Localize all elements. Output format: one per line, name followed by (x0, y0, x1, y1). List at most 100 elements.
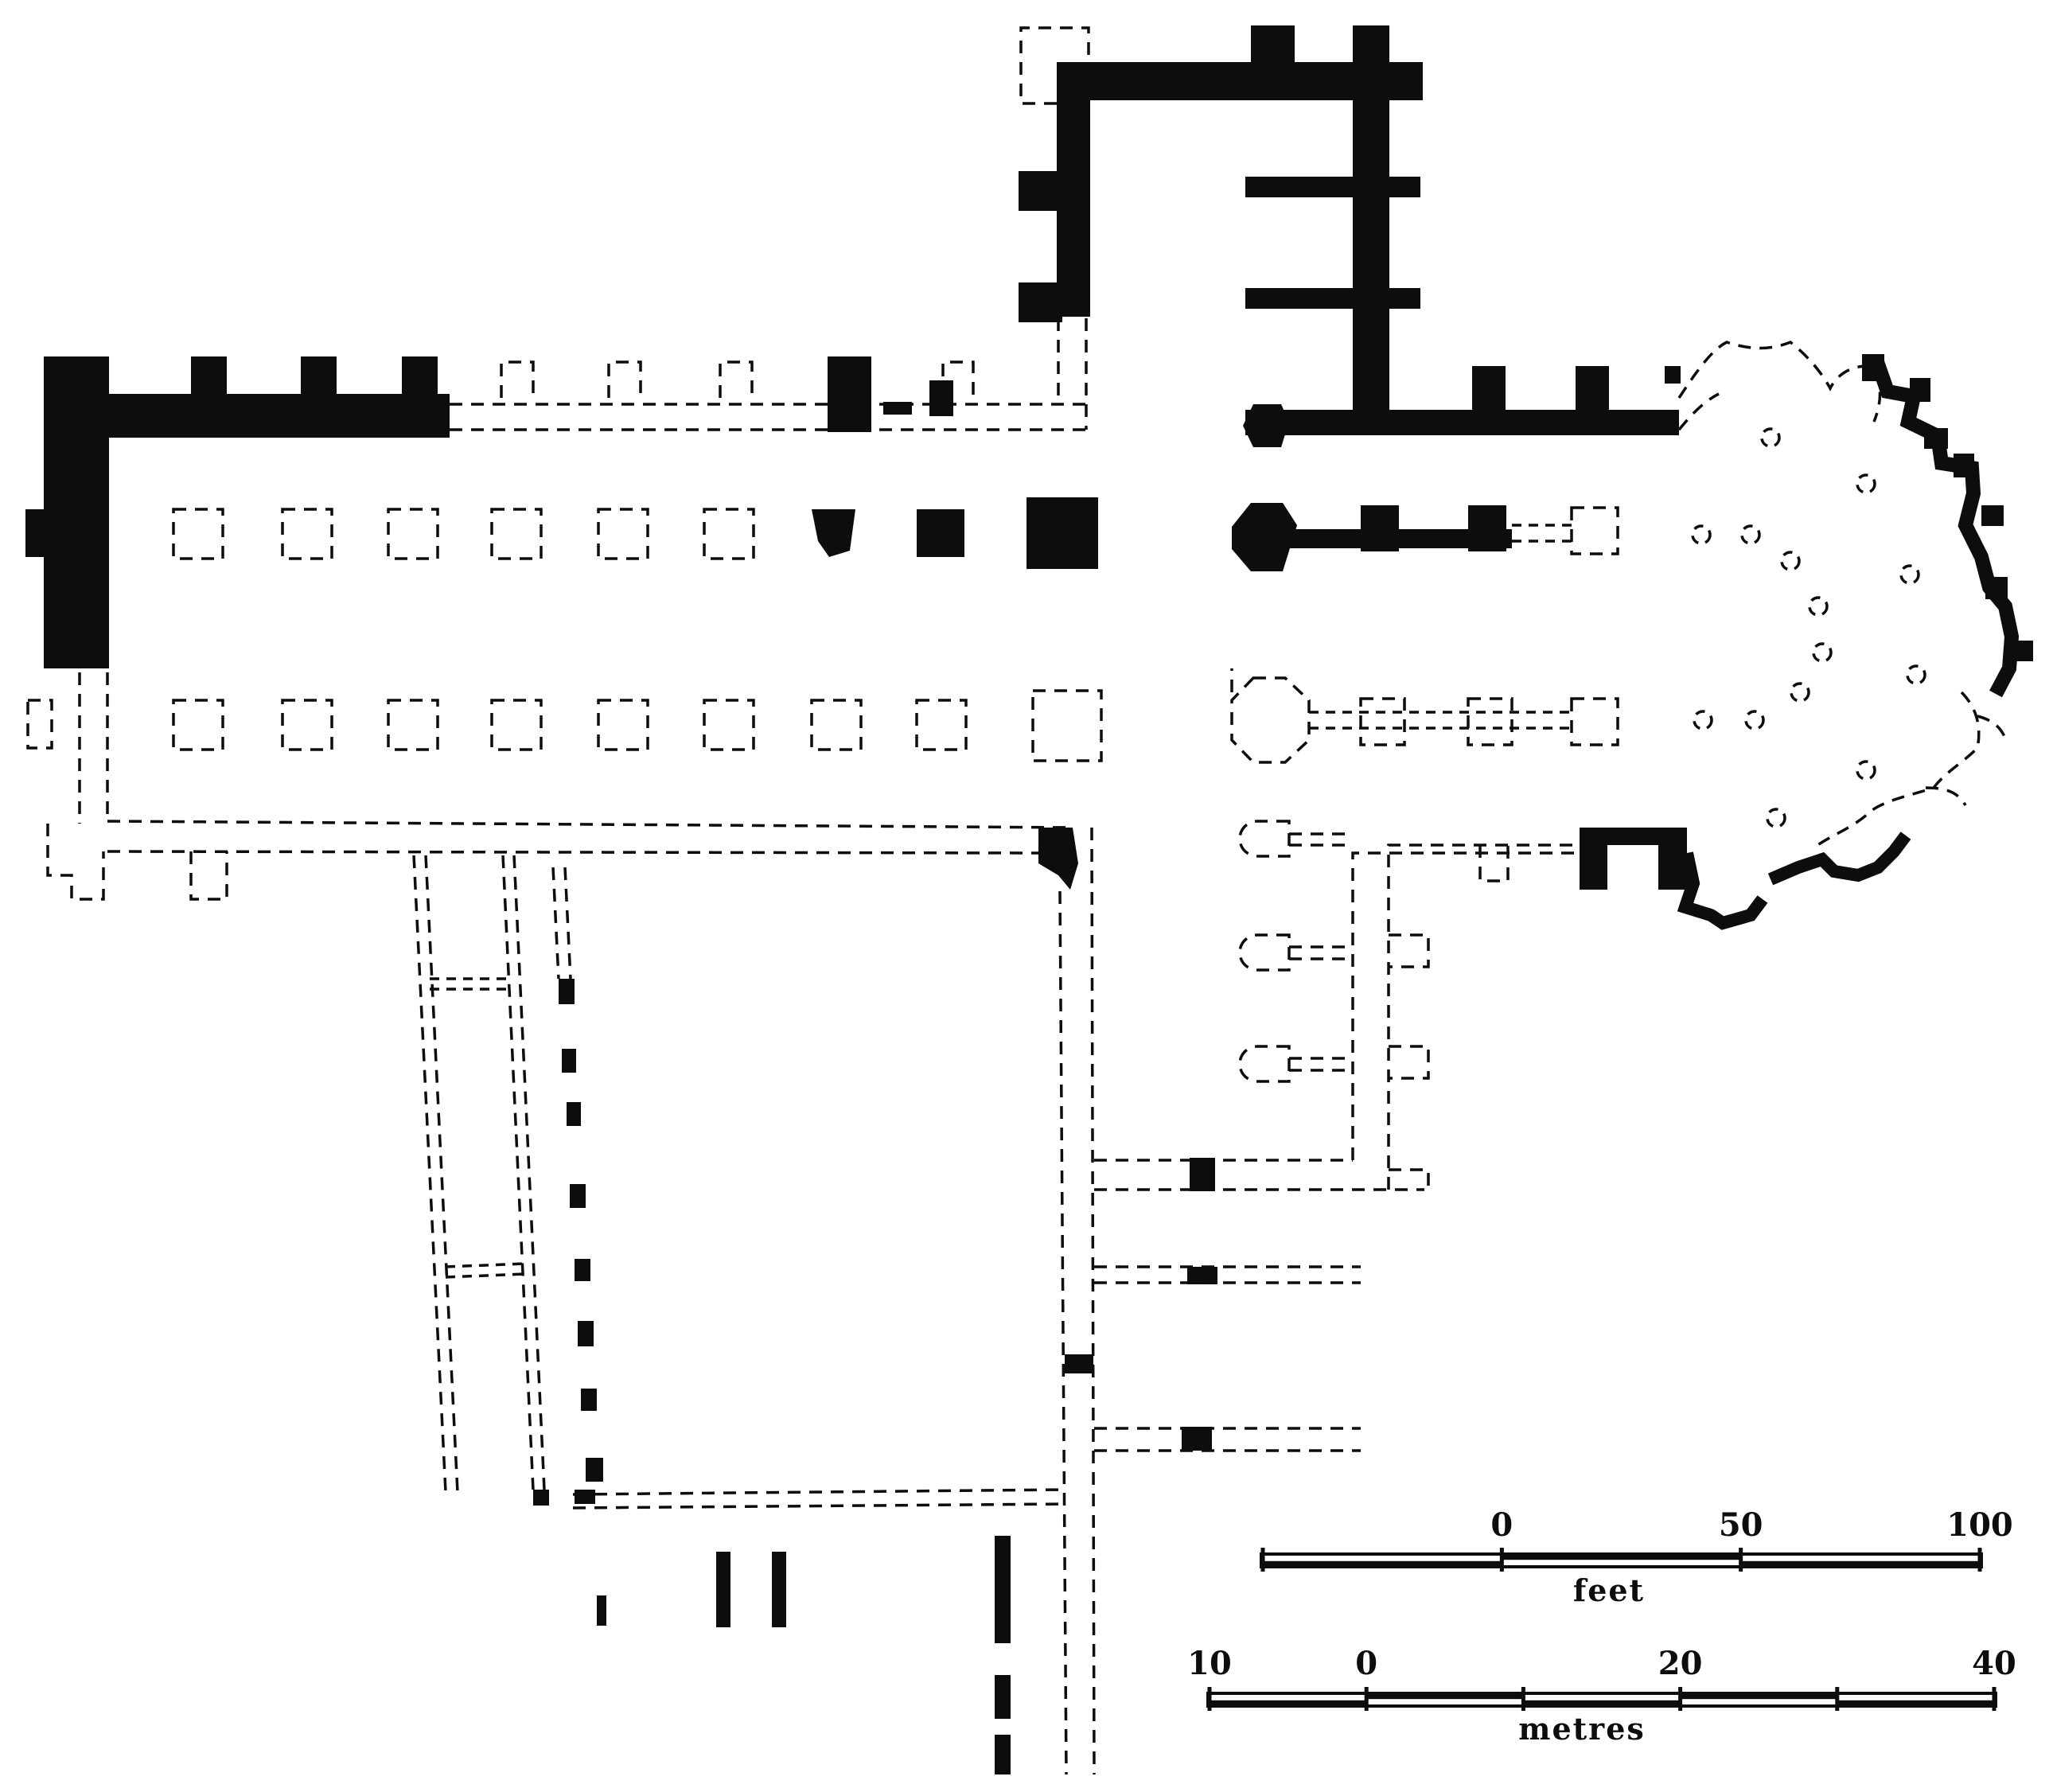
apse-columns (1691, 427, 1926, 828)
feet-scale-segment-3 (1740, 1560, 1980, 1567)
scale-bar-feet-unit: feet (1573, 1572, 1645, 1608)
nave-south-wall-outer (107, 820, 1075, 829)
apse-outer-column-2 (1856, 473, 1876, 494)
arcade-pier-s-5 (597, 699, 649, 751)
scale-bar-metres-ticks: 10 0 20 40 (1187, 1645, 2016, 1682)
transept-chapel-wall-1 (1245, 177, 1420, 197)
apse-outer-column-5 (1856, 760, 1876, 781)
slype-pier-3 (1182, 1427, 1212, 1451)
north-transept-east-wall (1353, 62, 1389, 428)
nave-arcade-north (172, 508, 755, 560)
south-range-fragment-2 (716, 1552, 730, 1627)
scale-bar-metres: 10 0 20 40 metres (1187, 1645, 2016, 1747)
choir-pier-2 (1468, 505, 1506, 551)
scale-bar-metres-unit: metres (1518, 1711, 1646, 1747)
nave-north-fragment-3 (929, 380, 953, 416)
arcade-pier-s-8 (915, 699, 968, 751)
transept-buttress-w2 (1019, 282, 1062, 322)
arcade-pier-s-7 (810, 699, 863, 751)
cloister-pier-7 (581, 1389, 597, 1411)
metres-scale-tick-label-1: 10 (1187, 1645, 1232, 1682)
slype-pier-2 (1187, 1267, 1217, 1284)
metres-scale-tick-label-3: 20 (1658, 1645, 1703, 1682)
arcade-pier-n-5 (597, 508, 649, 560)
apse-buttress-7 (2009, 641, 2033, 661)
apse-buttress-4 (1954, 454, 1974, 477)
transept-buttress-n1 (1251, 25, 1295, 72)
surviving-walls (25, 25, 2033, 1774)
cloister-pier-5 (575, 1259, 590, 1281)
west-front-south-dashed (78, 672, 109, 824)
transept-buttress-w1 (1019, 171, 1062, 211)
apse-outer-column-4 (1906, 664, 1926, 685)
apse-column-6 (1790, 682, 1810, 703)
metres-scale-segment-1 (1210, 1700, 1367, 1706)
nave-north-fragment-1 (828, 356, 871, 432)
south-range-fragment-4 (995, 1536, 1011, 1643)
cloister-pier-10 (533, 1490, 549, 1506)
arcade-pier-s-6 (703, 699, 755, 751)
cloister-arcade-top (551, 867, 560, 980)
metres-scale-tick-label-4: 40 (1972, 1645, 2016, 1682)
east-range-wall-2 (1090, 827, 1096, 1775)
arcade-pier-n-2 (281, 508, 333, 560)
metres-scale-segment-2 (1366, 1693, 1524, 1700)
apse-column-2 (1740, 524, 1761, 545)
arcade-pier-solid-1 (812, 509, 855, 557)
south-range-fragment-3 (772, 1552, 786, 1627)
metres-scale-segment-4 (1680, 1693, 1837, 1700)
cloister-arcade-top-2 (563, 867, 572, 980)
arcade-pier-s-2 (281, 699, 333, 751)
metres-scale-segment-3 (1523, 1700, 1681, 1706)
south-range-fragment-1 (597, 1595, 606, 1626)
arcade-pier-n-3 (387, 508, 439, 560)
choir-pier-s-3 (1570, 697, 1619, 746)
cloister-south-wall-1 (572, 1488, 1067, 1496)
choir-south-buttress-2-dashed (1478, 845, 1510, 882)
south-chapel-1 (1238, 820, 1291, 858)
metres-scale-tick-label-2: 0 (1355, 1645, 1377, 1682)
south-chapel-2 (1238, 933, 1291, 972)
nave-north-wall-solid (44, 394, 450, 438)
arcade-pier-s-4 (490, 699, 543, 751)
apse-column-3 (1780, 551, 1801, 571)
south-aisle-buttress-dashed (189, 851, 228, 901)
choir-wall-end (1665, 366, 1681, 384)
apse-chapels-south-dashed (1813, 691, 1981, 849)
apse-outer-column-3 (1899, 564, 1920, 585)
feet-scale-segment-2 (1502, 1554, 1741, 1560)
slype-pier-1 (1190, 1158, 1215, 1191)
apse-south-chevet-2 (1767, 832, 1911, 886)
apse-column-4 (1808, 596, 1829, 617)
arcade-pier-n-1 (172, 508, 224, 560)
south-chapel-2-link (1289, 933, 1430, 968)
apse-chapels-north-dashed (1677, 340, 1882, 423)
apse-buttress-5 (1981, 505, 2004, 526)
apse-outer-column-6 (1766, 808, 1786, 828)
transept-nw-corner-dashed (1019, 26, 1090, 105)
apse-buttress-1 (1862, 354, 1884, 381)
nave-north-buttress-1 (191, 356, 227, 404)
cloister-pier-8 (586, 1458, 603, 1482)
arcade-pier-s-3 (387, 699, 439, 751)
sw-corner-dashed (46, 824, 105, 901)
cloister-pier-1 (559, 979, 575, 1004)
apse-column-1 (1691, 524, 1712, 545)
feet-scale-segment-1 (1263, 1560, 1502, 1567)
choir-buttress-2 (1576, 366, 1609, 414)
cloister-pier-9 (575, 1490, 595, 1504)
transept-buttress-n2 (1353, 25, 1389, 72)
cloister-pier-6 (578, 1321, 594, 1346)
crossing-pier-se-dashed (1230, 676, 1311, 764)
south-range-fragment-5 (995, 1675, 1011, 1719)
arcade-pier-n-4 (490, 508, 543, 560)
scale-bar-metres-divisions (1207, 1687, 1997, 1711)
crossing-pier-e (1232, 503, 1297, 571)
conjectural-walls (26, 26, 2007, 1775)
choir-north-wall (1245, 410, 1679, 435)
cloister-cross-wall-2 (445, 1262, 526, 1268)
south-chapel-3 (1238, 1045, 1291, 1083)
apse-column-5 (1812, 642, 1833, 663)
cloister-pier-4 (570, 1184, 586, 1208)
